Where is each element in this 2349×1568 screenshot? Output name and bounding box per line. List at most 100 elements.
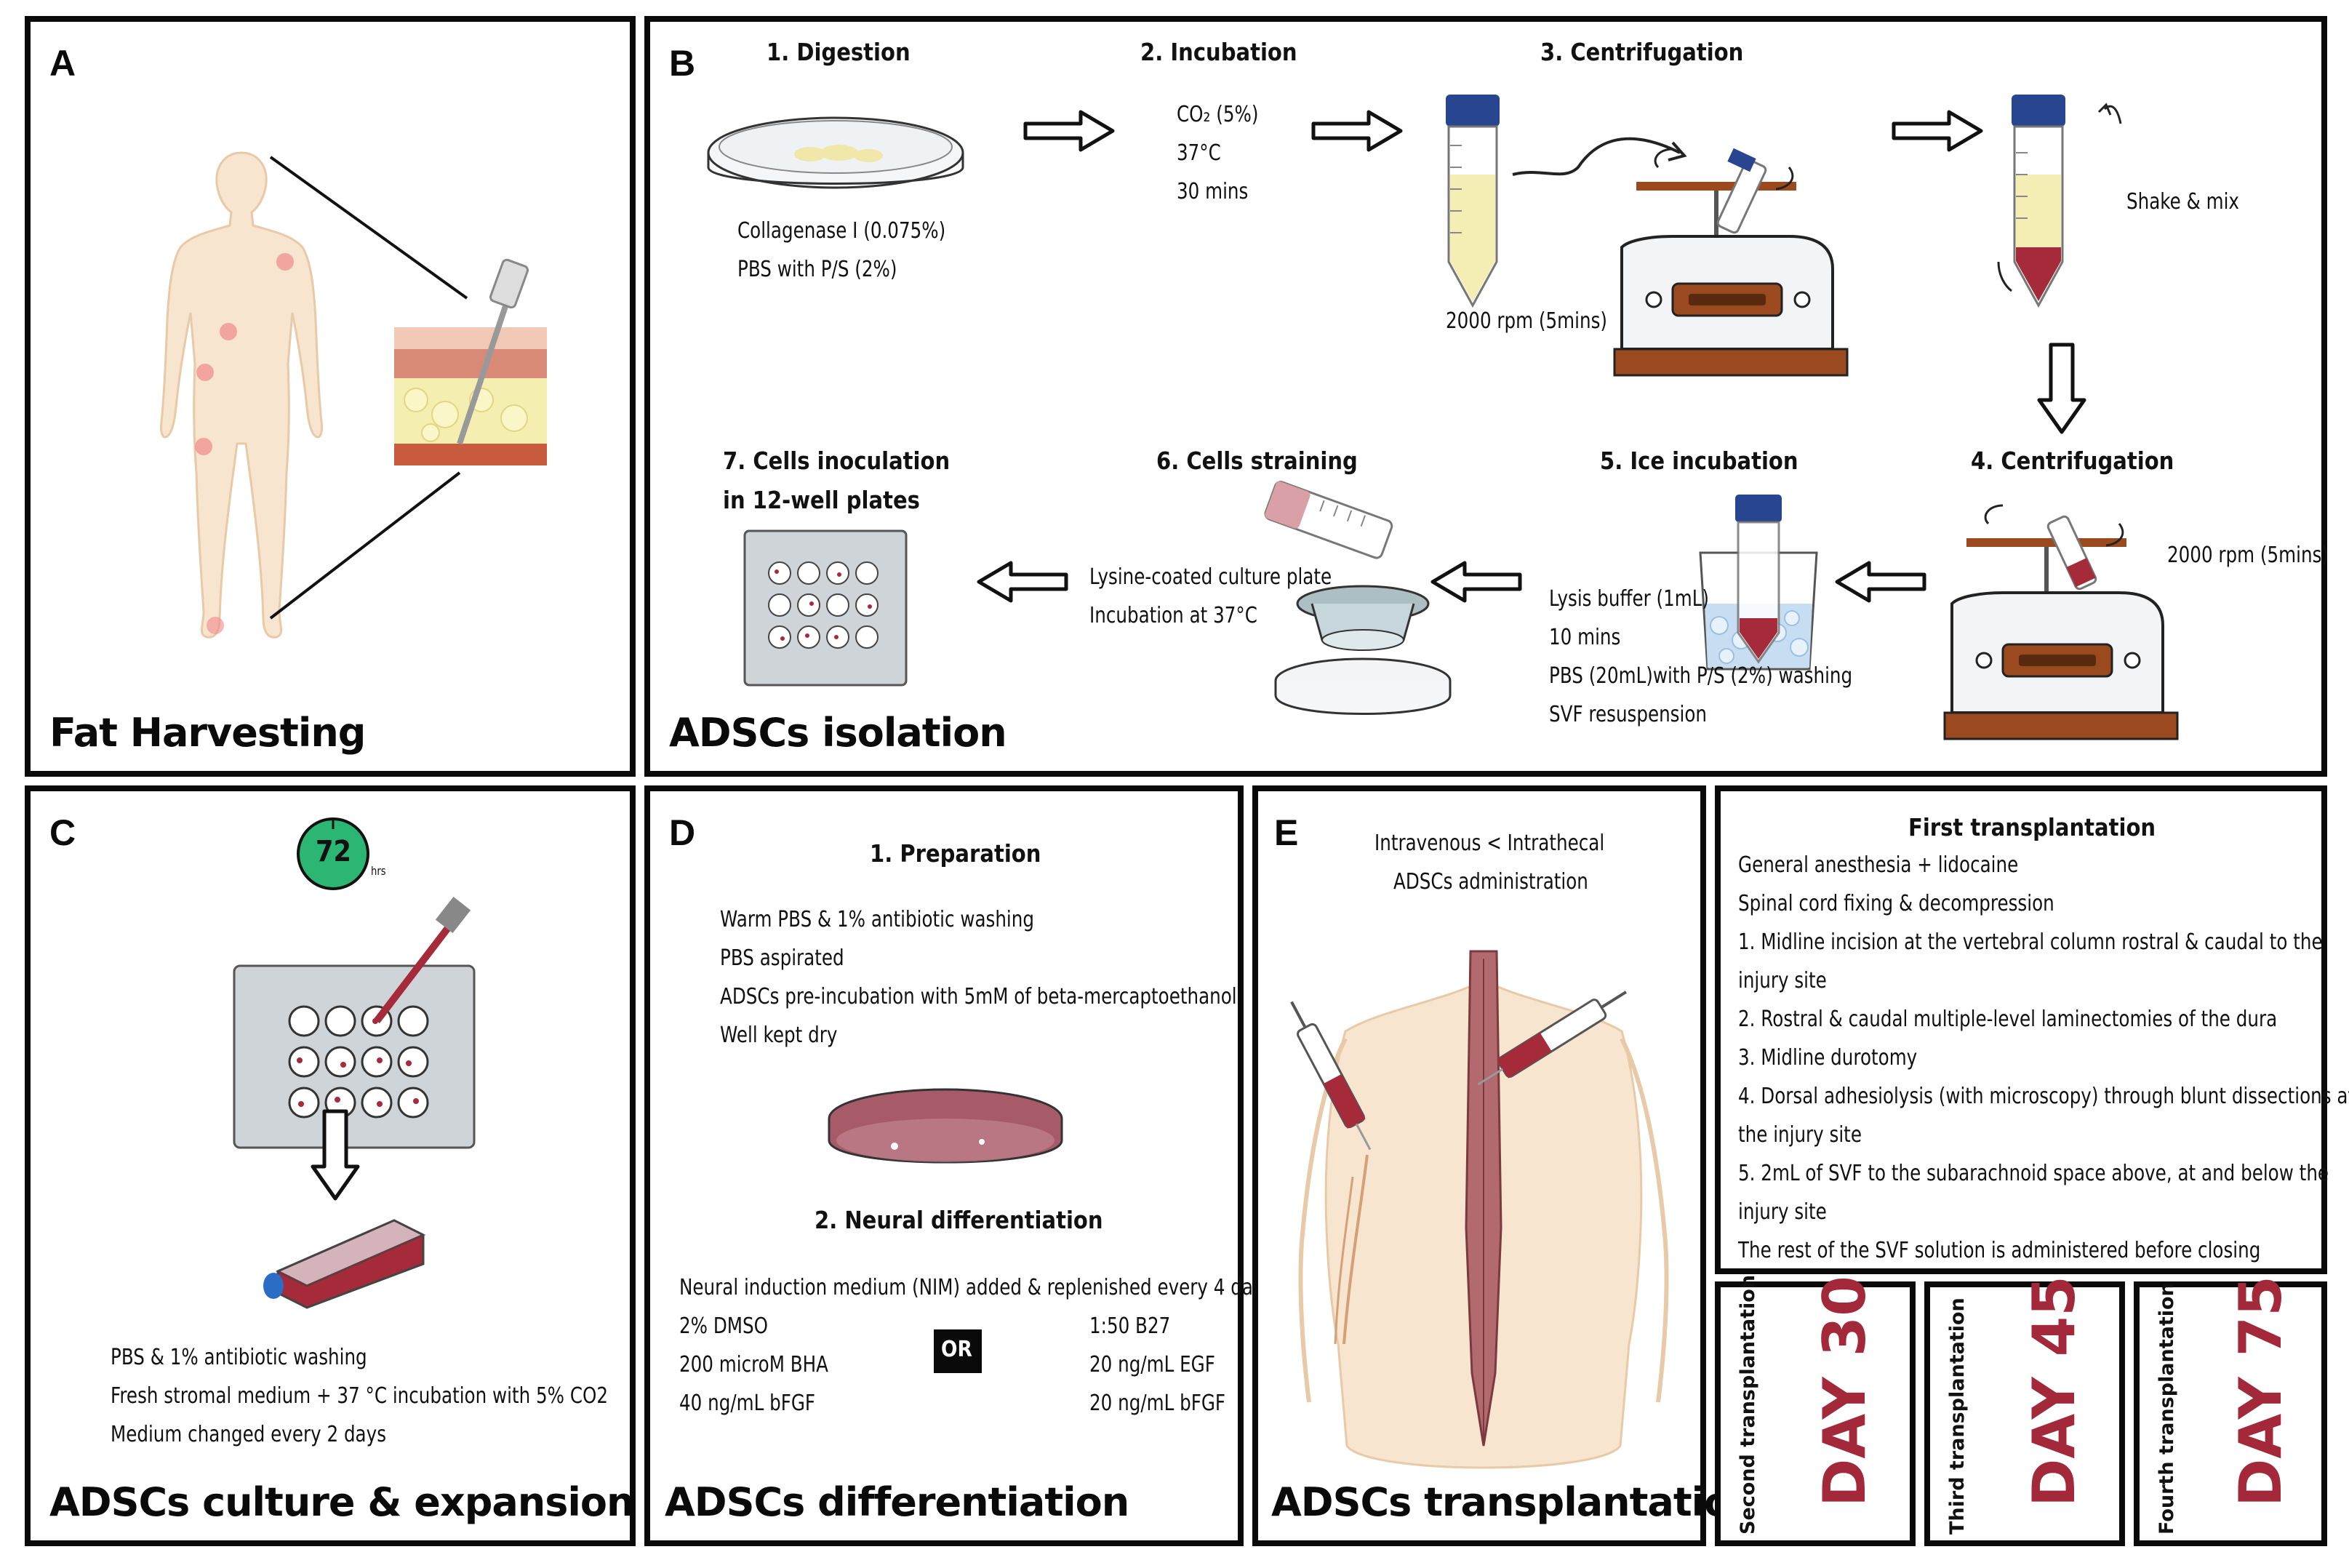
tube-shake-mix-icon [1997,95,2122,308]
arrow-left-icon [1835,561,1926,603]
culture-note-3: Medium changed every 2 days [111,1422,387,1447]
fourth-transplantation-box: Fourth transplantation DAY 75 [2134,1276,2327,1546]
petri-dish-medium-icon [828,1088,1063,1164]
arrow-right-icon [1023,110,1115,152]
ice-bath-tube-icon [1699,495,1818,671]
step5-title: 5. Ice incubation [1600,447,1798,475]
third-transplantation-label: Third transplantation [1946,1297,1969,1535]
fourth-transplantation-day: DAY 75 [2227,1276,2294,1507]
or-label: OR [941,1337,972,1362]
human-body-illustration [160,151,323,639]
panel-adscs-isolation: B 1. Digestion Collagenase I (0.075%) PB… [644,16,2329,777]
panel-transplantation: E Intravenous < Intrathecal ADSCs admini… [1252,785,1758,1546]
prep-note-3: ADSCs pre-incubation with 5mM of beta-me… [720,984,1237,1009]
step2-note-temp: 37°C [1177,140,1221,166]
first-line-4: injury site [1738,968,1827,993]
first-line-6: 3. Midline durotomy [1738,1045,1918,1071]
step3-note: 2000 rpm (5mins) [1446,308,1607,334]
zoom-lines [269,156,468,620]
step3-title: 3. Centrifugation [1540,38,1744,66]
first-line-2: Spinal cord fixing & decompression [1738,891,2054,916]
third-transplantation-box: Third transplantation DAY 45 [1924,1276,2125,1546]
panel-title-culture-expansion: ADSCs culture & expansion [49,1479,634,1525]
step7-title-line2: in 12-well plates [723,486,920,514]
step5-note-3: PBS (20mL)with P/S (2%) washing [1549,663,1853,689]
step7-title-line1: 7. Cells inoculation [723,447,951,475]
panel-label-b: B [669,43,696,84]
centrifuge-icon [1943,504,2179,740]
step2-note-time: 30 mins [1177,179,1249,204]
or-badge [934,1329,982,1373]
culture-flask-icon [263,1219,426,1309]
panel-title-transplantation: ADSCs transplantation [1271,1479,1758,1525]
left-medium-3: 40 ng/mL bFGF [679,1391,816,1416]
right-medium-2: 20 ng/mL EGF [1089,1352,1215,1377]
back-spine-illustration [1290,950,1669,1469]
step2-note-co2: CO₂ (5%) [1177,102,1259,127]
step1-note-2: PBS with P/S (2%) [737,257,897,282]
panel-culture-expansion: C 72 hrs PBS & 1% antibiotic washing Fre… [25,785,636,1546]
route-subtitle-2: ADSCs administration [1393,869,1588,895]
step4-title: 4. Centrifugation [1971,447,2174,475]
step4-note: 2000 rpm (5mins) [2167,543,2329,568]
right-medium-1: 1:50 B27 [1089,1313,1171,1339]
panel-fat-harvesting: A Fat Harvesting [25,16,636,777]
prep-note-2: PBS aspirated [720,945,844,971]
panel-title-adscs-isolation: ADSCs isolation [669,710,1007,756]
panel-label-e: E [1274,812,1299,853]
first-transplantation-title: First transplantation [1908,813,2156,841]
route-subtitle-1: Intravenous < Intrathecal [1374,831,1605,856]
centrifuge-icon [1613,148,1849,377]
panel-title-fat-harvesting: Fat Harvesting [49,710,366,756]
panel-label-d: D [669,812,696,853]
first-line-9: 5. 2mL of SVF to the subarachnoid space … [1738,1161,2329,1186]
timer-value: 72 [316,835,351,868]
culture-note-1: PBS & 1% antibiotic washing [111,1345,367,1370]
left-medium-1: 2% DMSO [679,1313,769,1339]
step6-note-1: Lysine-coated culture plate [1089,564,1332,590]
falcon-tube-icon [1446,95,1500,308]
twelve-well-plate-pipette-icon [233,897,476,1149]
preparation-title: 1. Preparation [870,839,1041,868]
panel-label-c: C [49,812,76,853]
step5-note-2: 10 mins [1549,625,1621,650]
arrow-down-icon [2037,343,2086,434]
step5-note-1: Lysis buffer (1mL) [1549,586,1710,612]
shake-mix-note: Shake & mix [2126,189,2239,215]
left-medium-2: 200 microM BHA [679,1352,828,1377]
arrow-right-icon [1892,110,1983,152]
step1-note-1: Collagenase I (0.075%) [737,218,946,244]
step6-title: 6. Cells straining [1156,447,1358,475]
prep-note-1: Warm PBS & 1% antibiotic washing [720,907,1034,932]
third-transplantation-day: DAY 45 [2020,1276,2088,1507]
fourth-transplantation-label: Fourth transplantation [2156,1282,2178,1535]
arrow-left-icon [977,561,1068,603]
culture-note-2: Fresh stromal medium + 37 °C incubation … [111,1383,609,1409]
step2-title: 2. Incubation [1140,38,1297,66]
neural-diff-title: 2. Neural differentiation [815,1206,1103,1234]
arrow-right-icon [1311,110,1403,152]
first-line-7: 4. Dorsal adhesiolysis (with microscopy)… [1738,1084,2349,1109]
timer-icon [297,817,369,890]
step6-note-2: Incubation at 37°C [1089,603,1257,628]
first-line-5: 2. Rostral & caudal multiple-level lamin… [1738,1007,2278,1032]
first-line-11: The rest of the SVF solution is administ… [1738,1238,2261,1263]
panel-title-differentiation: ADSCs differentiation [665,1479,1129,1525]
first-line-10: injury site [1738,1199,1827,1225]
first-line-8: the injury site [1738,1122,1862,1148]
prep-note-4: Well kept dry [720,1023,838,1048]
panel-differentiation: D 1. Preparation Warm PBS & 1% antibioti… [644,785,1273,1546]
fat-tissue-liposuction-illustration [394,258,547,465]
panel-label-a: A [49,43,76,84]
first-line-3: 1. Midline incision at the vertebral col… [1738,929,2323,955]
first-transplantation-box: First transplantation General anesthesia… [1715,785,2349,1274]
step5-note-4: SVF resuspension [1549,702,1707,727]
arrow-down-icon [311,1109,360,1201]
cell-strainer-plate-icon [1264,481,1452,715]
first-line-1: General anesthesia + lidocaine [1738,852,2019,878]
arrow-left-icon [1430,561,1522,603]
second-transplantation-day: DAY 30 [1811,1276,1878,1507]
curved-arrow-icon [1512,137,1687,176]
step1-title: 1. Digestion [767,38,911,66]
second-transplantation-label: Second transplantation [1737,1274,1759,1535]
